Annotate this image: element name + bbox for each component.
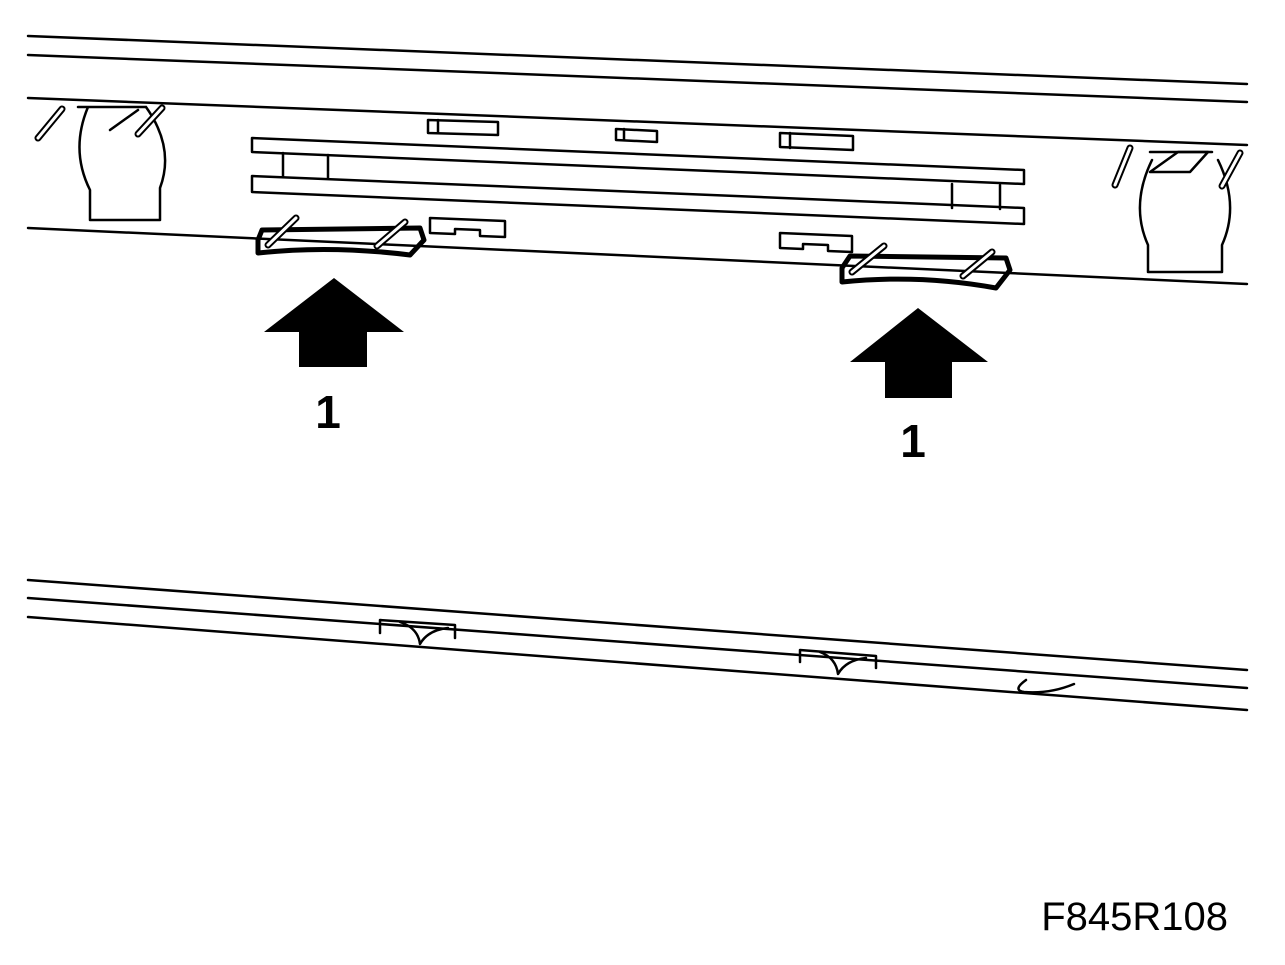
callout-label-right: 1 xyxy=(900,415,926,467)
retaining-clip-right xyxy=(839,242,1013,291)
callout-label-left: 1 xyxy=(315,386,341,438)
mounting-clip-right xyxy=(1111,144,1244,274)
arrow-right-icon xyxy=(850,308,988,398)
panel-slots xyxy=(426,118,855,254)
central-rail xyxy=(250,136,1026,226)
mounting-clip-left xyxy=(34,104,167,222)
retaining-clip-left xyxy=(255,214,427,258)
arrow-left-icon xyxy=(264,278,404,367)
figure-code: F845R108 xyxy=(1041,895,1228,939)
lower-trim-strip xyxy=(26,578,1249,712)
upper-trim-panel xyxy=(26,34,1249,286)
